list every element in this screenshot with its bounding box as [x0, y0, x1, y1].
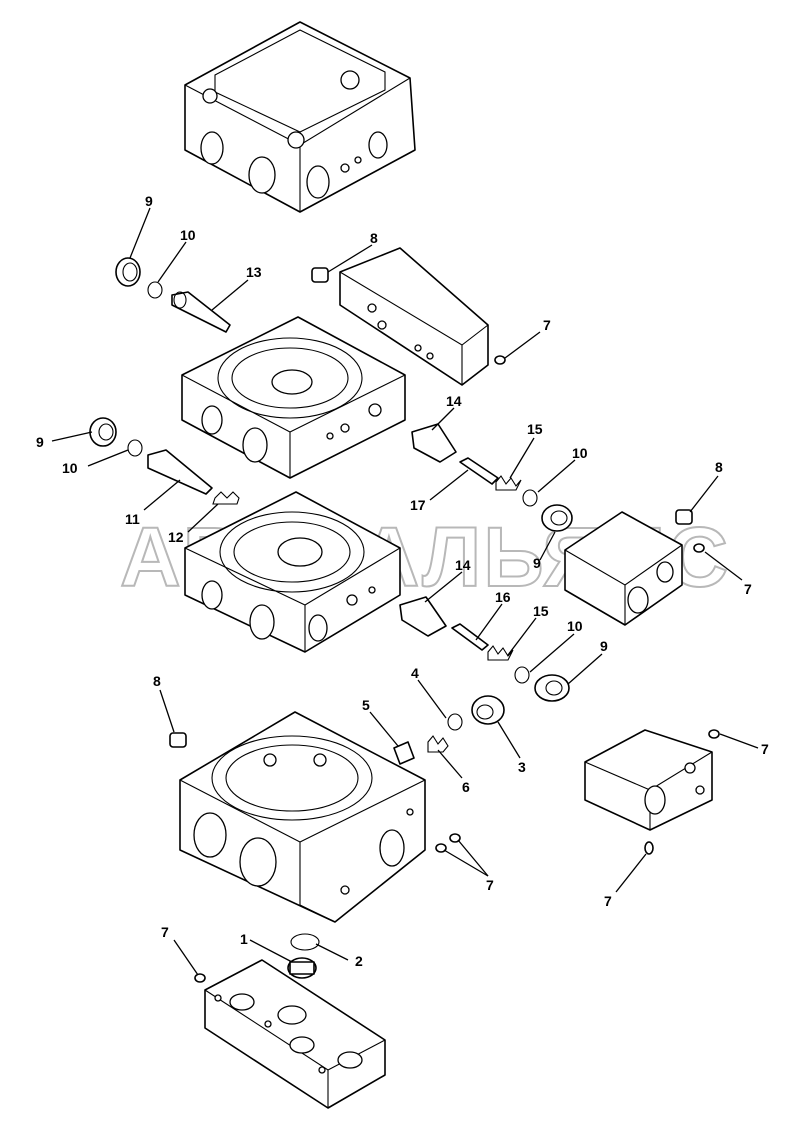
callout-9: 9	[145, 193, 153, 209]
callout-10: 10	[572, 445, 588, 461]
side-cap-lower	[584, 729, 713, 831]
callout-8: 8	[153, 673, 161, 689]
callout-15: 15	[533, 603, 549, 619]
callout-11: 11	[125, 511, 140, 527]
callout-10: 10	[180, 227, 196, 243]
side-cap-upper	[339, 247, 489, 386]
callout-7: 7	[486, 877, 494, 893]
main-body-block	[179, 711, 426, 923]
callout-7: 7	[543, 317, 551, 333]
callout-1: 1	[240, 931, 248, 947]
callout-9: 9	[36, 434, 44, 450]
callout-8: 8	[370, 230, 378, 246]
callout-2: 2	[355, 953, 363, 969]
callout-6: 6	[462, 779, 470, 795]
callout-4: 4	[411, 665, 419, 681]
bottom-plate	[204, 959, 386, 1109]
top-cover-block	[184, 21, 416, 213]
callout-5: 5	[362, 697, 370, 713]
callout-9: 9	[600, 638, 608, 654]
callout-13: 13	[246, 264, 262, 280]
callout-7: 7	[161, 924, 169, 940]
callout-7: 7	[761, 741, 769, 757]
callout-12: 12	[168, 529, 184, 545]
side-cap-middle	[564, 511, 683, 626]
callout-16: 16	[495, 589, 511, 605]
callout-15: 15	[527, 421, 543, 437]
callout-10: 10	[567, 618, 583, 634]
callout-9: 9	[533, 555, 541, 571]
lower-section-block	[184, 491, 401, 653]
upper-section-block	[181, 316, 406, 479]
small-parts	[89, 257, 720, 983]
callout-8: 8	[715, 459, 723, 475]
callout-7: 7	[604, 893, 612, 909]
callout-14: 14	[446, 393, 462, 409]
callout-labels: 9 10 13 8 7 9 10 14 15 10 17 11 12 8 7 9…	[36, 193, 769, 969]
callout-3: 3	[518, 759, 526, 775]
callout-14: 14	[455, 557, 471, 573]
callout-17: 17	[410, 497, 426, 513]
callout-7: 7	[744, 581, 752, 597]
callout-10: 10	[62, 460, 78, 476]
leader-lines	[51, 207, 759, 976]
